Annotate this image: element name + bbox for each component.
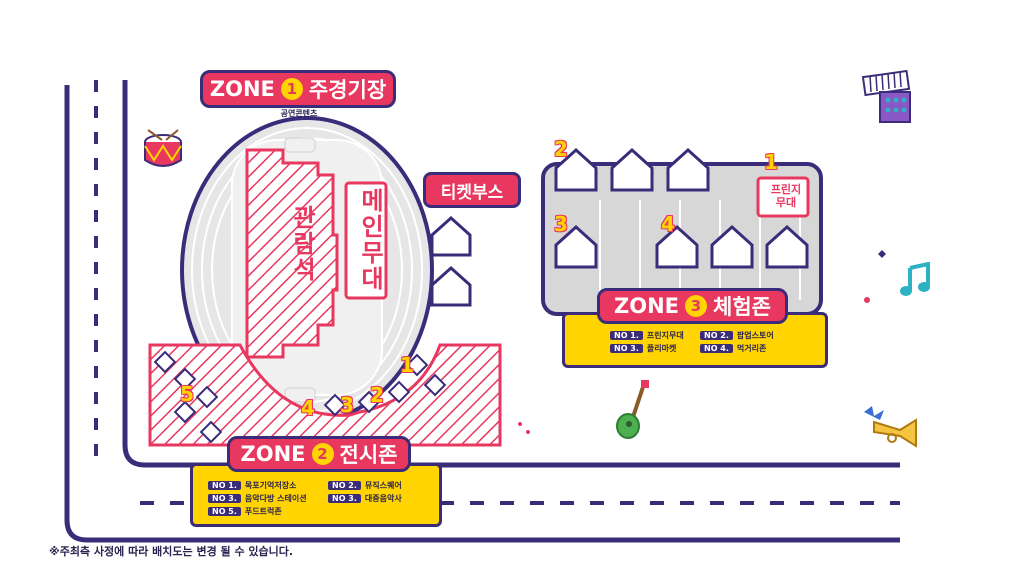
outer-road [64, 85, 900, 543]
ticket-booth-tents [430, 215, 472, 307]
zone2-legend-item: NO 5.푸드트럭존 [208, 506, 282, 517]
zone1-title: ZONE 1 주경기장 [200, 70, 396, 108]
zone2-number: 2 [311, 443, 334, 465]
zone2-legend-item: NO 3.음악다방 스테이션 [208, 493, 318, 504]
zone3-tents [554, 147, 809, 269]
zone3-legend-item: NO 4.먹거리존 [700, 343, 766, 354]
zone1-name: 주경기장 [308, 78, 387, 102]
zone2-booths [153, 350, 447, 444]
zone2-legend-item: NO 3.대중음악사 [328, 493, 402, 504]
zone2-booth-5: 5 [180, 382, 194, 406]
fringe-label-line2: 무대 [775, 196, 797, 209]
zone2-legend: NO 1.목포기억저장소 NO 2.뮤직스퀘어 NO 3.음악다방 스테이션 N… [208, 478, 402, 519]
fringe-stage [756, 176, 810, 218]
music-note-icon [900, 262, 930, 296]
zone3-legend-item: NO 2.팝업스토어 [700, 330, 774, 341]
seating-area [245, 148, 339, 359]
zone2-legend-item: NO 2.뮤직스퀘어 [328, 480, 402, 491]
accordion-icon [861, 70, 911, 123]
zone2-area [148, 343, 502, 447]
zone1-number: 1 [280, 78, 303, 100]
fringe-stage-label: 프린지 무대 [758, 183, 814, 209]
trumpet-icon [864, 406, 917, 448]
zone3-number: 3 [685, 295, 708, 317]
zone2-title: ZONE 2 전시존 [227, 436, 411, 472]
zone3-title: ZONE 3 체험존 [597, 288, 788, 324]
zone1-subtitle: 공연콘텐츠 [280, 109, 318, 118]
zone3-legend-item: NO 1.프린지무대 [610, 330, 690, 341]
map-frame [30, 35, 970, 555]
fringe-label-line1: 프린지 [770, 183, 802, 196]
zone3-legend-item: NO 3.플리마켓 [610, 343, 690, 354]
zone2-legend-item: NO 1.목포기억저장소 [208, 480, 318, 491]
zone2-booth-3: 3 [340, 393, 354, 417]
zone3-booth-2: 2 [554, 137, 568, 161]
zone1-label: ZONE [209, 77, 275, 101]
guitar-icon [616, 380, 649, 439]
zone2-booth-2: 2 [370, 383, 384, 407]
inner-road [122, 80, 900, 468]
zone2-legend-box [190, 463, 442, 527]
zone2-name: 전시존 [339, 443, 398, 467]
main-stage-label: 메인무대 [356, 188, 384, 292]
zone2-booth-1: 1 [400, 353, 414, 377]
zone2-booth-4: 4 [301, 396, 315, 420]
disclaimer-note: ※주최측 사정에 따라 배치도는 변경 될 수 있습니다. [49, 545, 294, 558]
drum-icon [144, 129, 182, 167]
zone2-label: ZONE [240, 442, 306, 466]
zone3-booth-3: 3 [554, 212, 568, 236]
fringe-number: 1 [764, 150, 778, 174]
zone3-legend: NO 1.프린지무대 NO 2.팝업스토어 NO 3.플리마켓 NO 4.먹거리… [610, 328, 774, 356]
zone3-booth-4: 4 [661, 212, 675, 236]
zone3-label: ZONE [614, 294, 680, 318]
main-stage [344, 181, 388, 300]
zone3-name: 체험존 [713, 295, 771, 319]
ticket-booth-title: 티켓부스 [423, 172, 521, 208]
seating-label: 관람석 [288, 205, 316, 283]
